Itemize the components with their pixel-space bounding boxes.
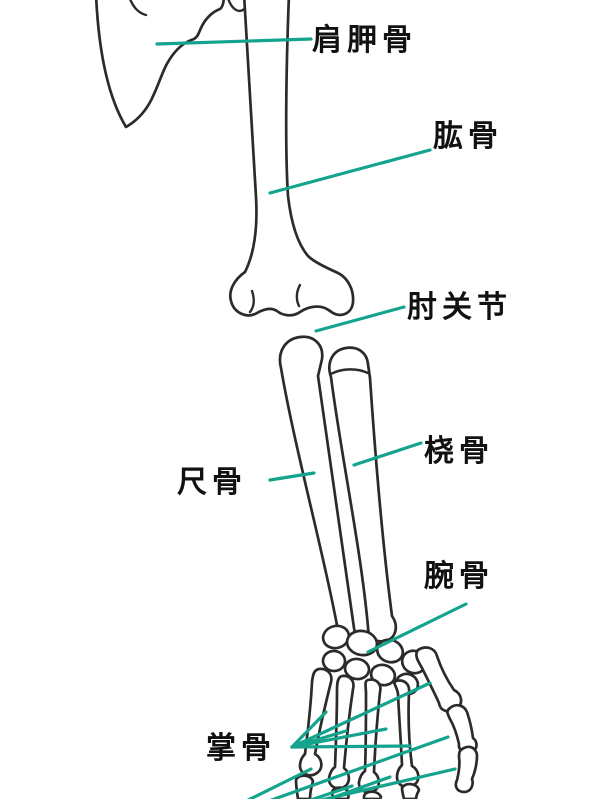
label-humerus: 肱骨 [433,120,503,153]
phalanx-stub-bone [400,782,421,799]
leader-line-carpals [366,602,468,654]
scapula-spine-line [129,0,148,17]
thumb-distal-phalanx-bone [454,745,479,794]
leader-line-elbow-joint [314,305,406,333]
carpal-bone [321,649,347,673]
leader-line-phalanx-b [318,767,457,799]
leader-line-metacarpal-5 [290,710,328,749]
ulna-bone [278,335,356,645]
leader-line-humerus [268,148,432,195]
metacarpal-3-bone [357,678,382,794]
leader-lines [155,37,468,799]
label-ulna: 尺骨 [177,466,247,499]
thumb-metacarpal-bone [415,646,463,713]
humerus-bone [228,0,355,317]
leader-line-scapula [155,37,313,46]
phalanx-stub-bone [362,790,383,799]
leader-line-ulna [268,471,316,482]
leader-line-metacarpal-2 [290,744,412,749]
leader-line-metacarpal-4 [290,729,348,749]
elbow-crack-line [248,289,255,314]
leader-line-radius [352,441,423,467]
elbow-crack-line [295,283,302,308]
label-elbow-joint: 肘关节 [407,291,512,324]
label-scapula: 肩胛骨 [312,24,417,57]
label-metacarpals: 掌骨 [206,732,276,765]
leader-line-phalanx-a [269,735,450,799]
leader-line-metacarpal-1 [290,681,432,749]
leader-line-phalanx-e [324,775,392,799]
thumb-proximal-phalanx-bone [446,703,478,754]
scapula-bone [94,0,226,129]
label-radius: 桡骨 [424,435,494,468]
carpal-bones [321,624,428,696]
leader-line-phalanx-d [308,784,354,799]
radius-head-line [329,368,370,376]
carpal-bone [343,657,371,681]
carpal-bone [321,624,351,650]
label-carpals: 腕骨 [424,560,494,593]
radius-bone [328,346,398,643]
leader-line-phalanx-c [246,767,313,799]
